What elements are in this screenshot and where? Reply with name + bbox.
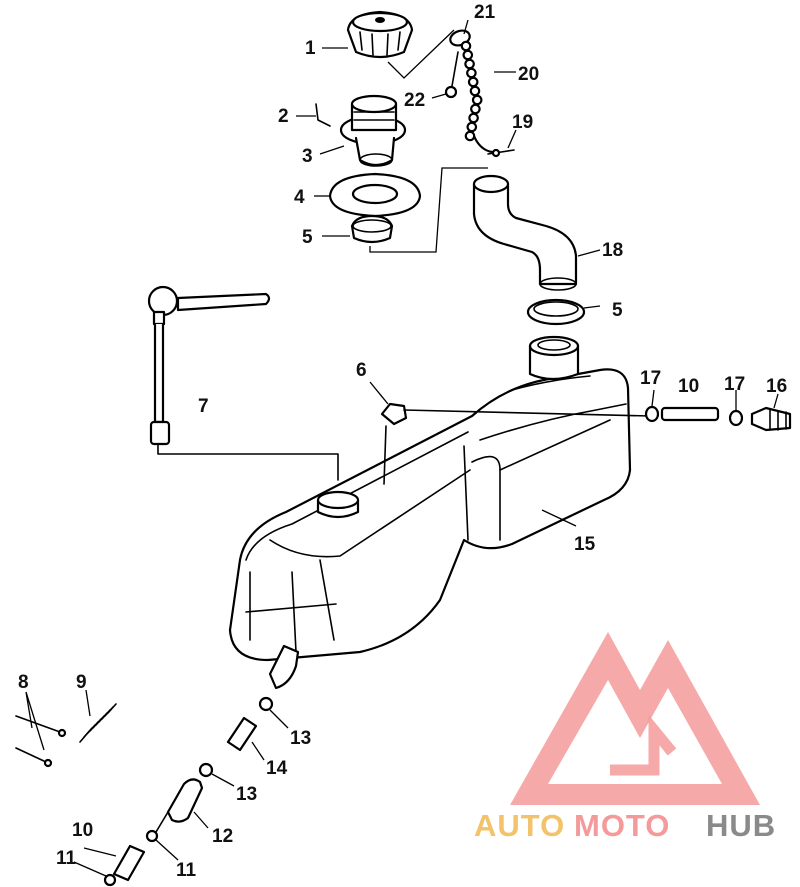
callout-18: 18 bbox=[602, 240, 623, 261]
chain-bead bbox=[468, 112, 479, 124]
watermark-auto: AUTO bbox=[474, 808, 565, 843]
callout-17-a: 17 bbox=[640, 368, 661, 389]
part-10-fuel-hose bbox=[112, 844, 146, 882]
part-5-hose-clamp-top bbox=[350, 214, 394, 244]
chain-bead bbox=[467, 76, 479, 88]
part-11-clamp-lower bbox=[103, 873, 117, 887]
callout-2: 2 bbox=[278, 106, 289, 127]
callout-10-vent: 10 bbox=[678, 376, 699, 397]
callout-13-upper: 13 bbox=[290, 728, 311, 749]
callout-7: 7 bbox=[198, 396, 209, 417]
part-4-gasket bbox=[328, 172, 422, 218]
chain-bead bbox=[469, 85, 481, 97]
callout-4: 4 bbox=[294, 187, 305, 208]
part-10-vent-hose bbox=[660, 406, 720, 422]
part-16-check-valve bbox=[750, 406, 792, 432]
part-8-wire-clips bbox=[15, 715, 67, 768]
callout-13-lower: 13 bbox=[236, 784, 257, 805]
callout-21: 21 bbox=[474, 2, 496, 23]
callout-12: 12 bbox=[212, 826, 233, 847]
chain-bead bbox=[460, 40, 472, 52]
part-14-fuel-hose bbox=[226, 716, 258, 752]
callout-6: 6 bbox=[356, 360, 367, 381]
part-6-vent-elbow bbox=[380, 402, 651, 426]
part-11-clamp-upper bbox=[145, 829, 159, 843]
callout-3: 3 bbox=[302, 146, 313, 167]
part-12-fuel-filter bbox=[155, 778, 204, 833]
chain-bead bbox=[471, 94, 483, 106]
part-1-fuel-cap bbox=[346, 10, 414, 59]
part-15-fuel-tank bbox=[228, 335, 632, 690]
callout-11-upper: 11 bbox=[176, 860, 197, 881]
callout-16: 16 bbox=[766, 376, 787, 397]
part-17-clamp-a bbox=[644, 405, 660, 423]
callout-11-lower: 11 bbox=[56, 848, 77, 869]
chain-bead bbox=[462, 49, 474, 61]
part-7-fuel-sender bbox=[147, 285, 339, 481]
part-17-clamp-b bbox=[728, 409, 744, 427]
triangle-logo-icon bbox=[510, 632, 760, 805]
callout-20: 20 bbox=[518, 64, 539, 85]
part-19-pin bbox=[487, 148, 515, 158]
callout-1: 1 bbox=[305, 38, 316, 59]
assembly-line-neck bbox=[369, 167, 488, 253]
part-9-spring bbox=[79, 703, 117, 743]
part-5-hose-clamp-lower bbox=[526, 298, 586, 326]
chain-bead bbox=[470, 103, 481, 115]
callout-14: 14 bbox=[266, 758, 288, 779]
callout-8: 8 bbox=[18, 672, 29, 693]
callout-10-fuel: 10 bbox=[72, 820, 93, 841]
callout-9: 9 bbox=[76, 672, 87, 693]
callout-5-top: 5 bbox=[302, 227, 313, 248]
leader-lines bbox=[25, 19, 779, 877]
part-13-clamp-lower bbox=[198, 762, 214, 778]
part-2-vent-pin bbox=[315, 103, 331, 127]
callout-labels: 1 2 3 4 5 5 6 7 8 9 10 10 11 11 12 13 13… bbox=[18, 2, 787, 881]
callout-5-lower: 5 bbox=[612, 300, 623, 321]
part-18-filler-hose bbox=[472, 174, 578, 291]
chain-bead bbox=[464, 58, 475, 70]
watermark-moto: MOTO bbox=[574, 808, 670, 843]
callout-22: 22 bbox=[404, 90, 425, 111]
watermark-hub: HUB bbox=[706, 808, 776, 843]
watermark-text: AUTO MOTO HUB bbox=[474, 808, 776, 843]
part-22-screw bbox=[444, 51, 459, 99]
chain-bead bbox=[466, 121, 478, 133]
part-20-tether-chain bbox=[449, 29, 494, 154]
watermark-logo bbox=[510, 632, 760, 805]
callout-19: 19 bbox=[512, 112, 533, 133]
part-3-filler-neck bbox=[339, 94, 407, 167]
assembly-line-cap bbox=[387, 29, 455, 79]
chain-bead bbox=[466, 67, 477, 79]
callout-15: 15 bbox=[574, 534, 596, 555]
callout-17-b: 17 bbox=[724, 374, 745, 395]
part-13-clamp-upper bbox=[258, 696, 274, 712]
logo-inner-stroke-icon bbox=[610, 714, 677, 776]
